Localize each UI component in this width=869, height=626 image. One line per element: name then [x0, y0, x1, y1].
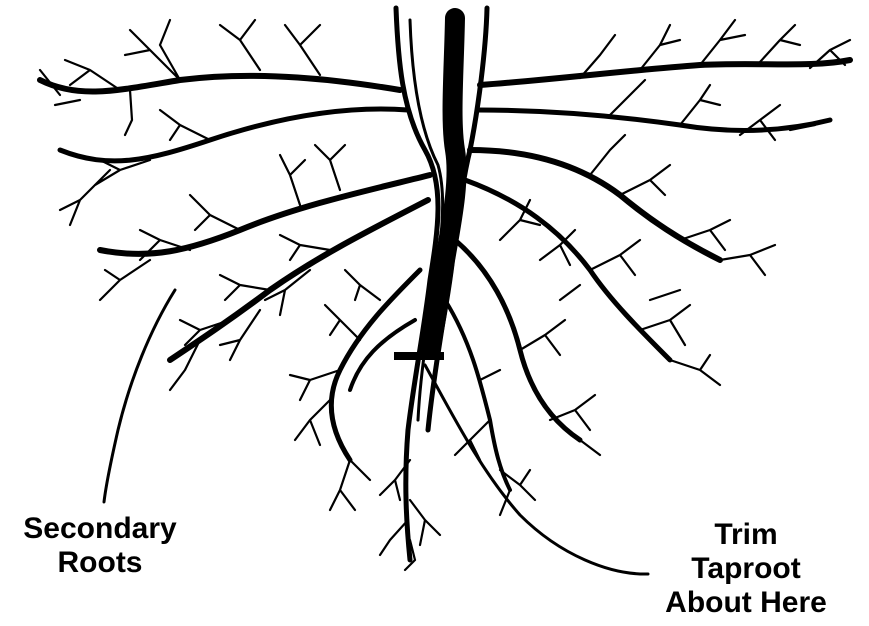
secondary-roots-label: Secondary Roots: [0, 512, 200, 580]
fine-root-branch: [220, 235, 330, 360]
fine-root-branch: [170, 275, 270, 390]
trim-taproot-label: Trim Taproot About Here: [632, 518, 860, 620]
trim-taproot-label-line2: Taproot: [632, 552, 860, 586]
fine-root-branch: [40, 60, 132, 135]
lateral-root: [478, 110, 830, 130]
lateral-root: [470, 150, 720, 260]
secondary-roots-label-line1: Secondary: [0, 512, 200, 546]
fine-root-branch: [100, 195, 240, 300]
lateral-root: [60, 109, 408, 161]
trim-mark: [394, 352, 444, 360]
fine-root-branch: [500, 200, 575, 265]
secondary-roots-label-line2: Roots: [0, 546, 200, 580]
lateral-root: [445, 300, 510, 490]
lateral-root: [455, 240, 580, 440]
fine-root-branch: [60, 110, 210, 225]
fine-root-branch: [290, 370, 370, 510]
fine-root-branch: [590, 135, 775, 275]
lateral-root: [40, 76, 400, 92]
trim-taproot-label-line3: About Here: [632, 586, 860, 620]
fine-root-branch: [325, 270, 380, 340]
trim-taproot-label-line1: Trim: [632, 518, 860, 552]
lateral-root: [100, 175, 430, 254]
fine-root-branch: [520, 285, 600, 455]
lateral-root: [480, 60, 850, 85]
fine-root-branch: [125, 20, 320, 80]
leader-secondary-roots: [104, 290, 175, 502]
fine-root-branch: [590, 240, 720, 385]
